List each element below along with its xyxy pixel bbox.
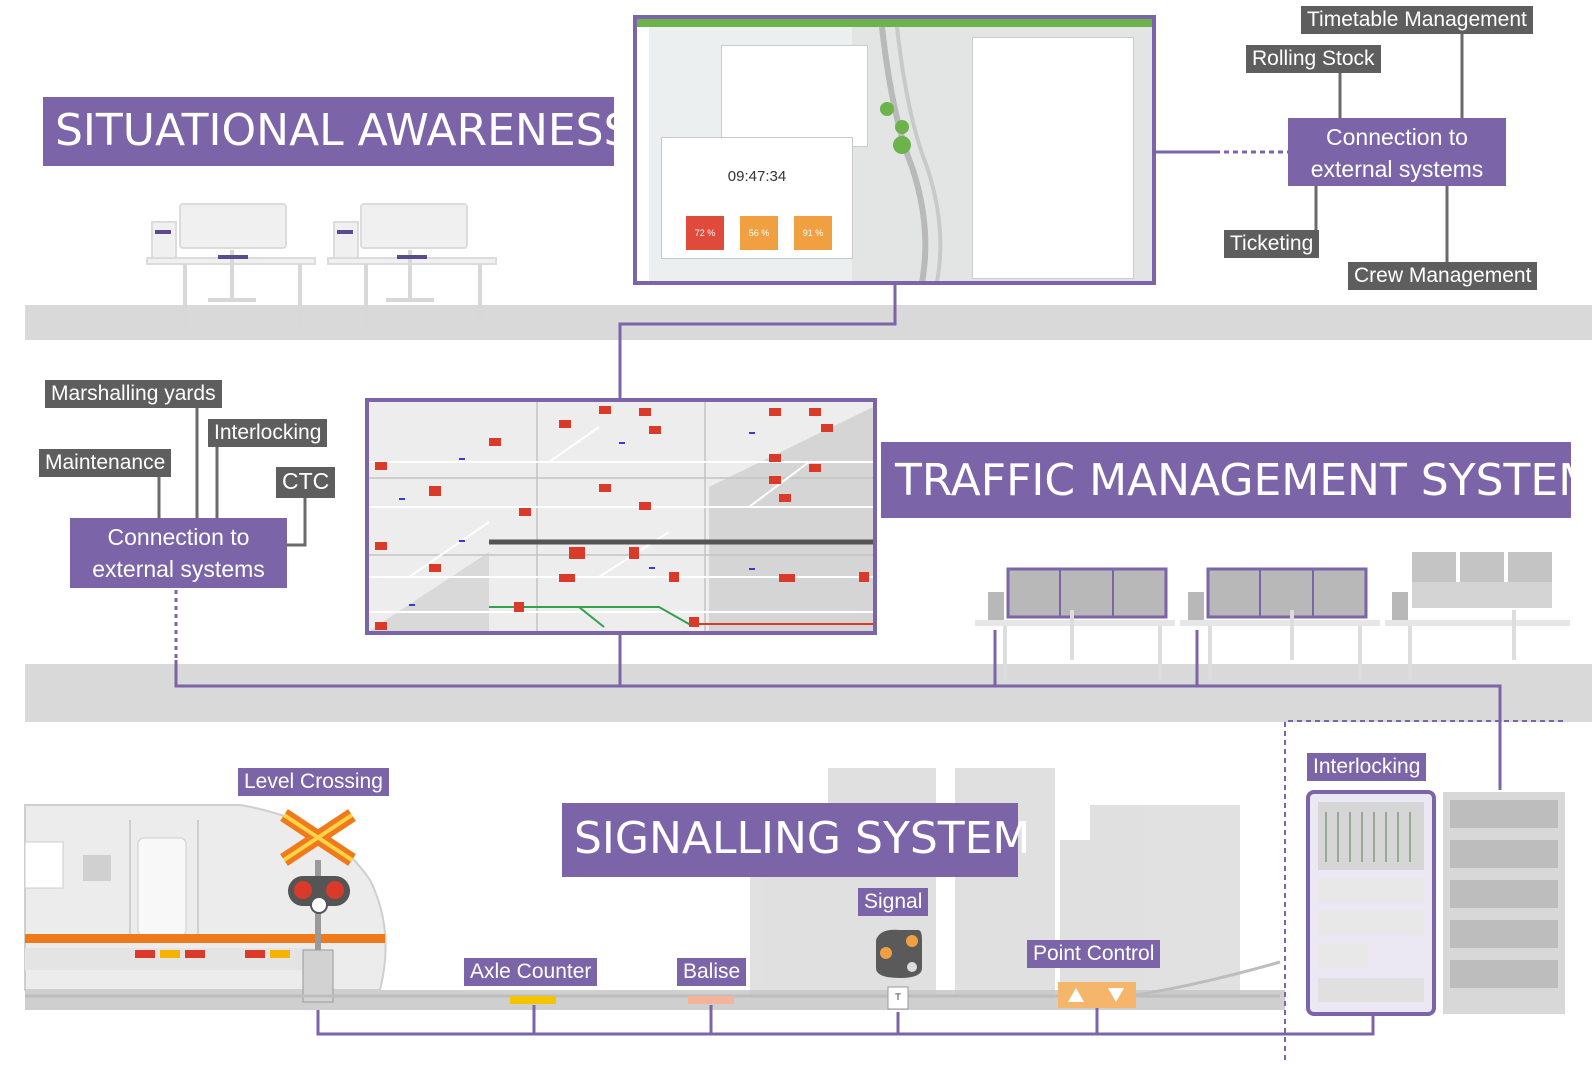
crew-management-tag: Crew Management [1348, 262, 1538, 290]
ticketing-tag: Ticketing [1224, 230, 1320, 258]
traffic-management-title: TRAFFIC MANAGEMENT SYSTEM [881, 442, 1592, 518]
schedule-panel [972, 37, 1134, 279]
situational-awareness-title: SITUATIONAL AWARENESS [43, 97, 632, 166]
top-connection-line-2: external systems [1310, 156, 1484, 182]
point-control-tag: Point Control [1027, 940, 1161, 968]
mid-connection-box: Connection to external systems [70, 518, 287, 588]
interlocking-tag: Interlocking [1307, 753, 1427, 781]
kpi-value-1: 72 % [694, 228, 716, 238]
maintenance-tag: Maintenance [39, 449, 172, 477]
status-panel: 09:47:34 72 % 56 % 91 % [661, 137, 853, 259]
kpi-tile-2: 56 % [740, 216, 778, 250]
screen-left-toolbar [637, 27, 649, 281]
traffic-video-wall [365, 398, 877, 635]
ctc-tag: CTC [276, 467, 336, 498]
clock-readout: 09:47:34 [727, 168, 787, 185]
signal-tag: Signal [858, 888, 929, 916]
balise-tag: Balise [677, 958, 747, 986]
mid-connection-line-2: external systems [92, 556, 265, 582]
kpi-tile-1: 72 % [686, 216, 724, 250]
kpi-tile-3: 91 % [794, 216, 832, 250]
screen-top-bar [637, 19, 1152, 27]
svg-text:T: T [894, 993, 901, 1003]
mid-connection-line-1: Connection to [107, 524, 250, 550]
interlocking-tag-mid: Interlocking [208, 419, 328, 447]
rolling-stock-tag: Rolling Stock [1246, 45, 1381, 73]
marshalling-yards-tag: Marshalling yards [45, 380, 222, 408]
floor-band-middle [25, 664, 1592, 722]
situational-awareness-screen: 09:47:34 72 % 56 % 91 % [633, 15, 1156, 285]
kpi-value-3: 91 % [802, 228, 824, 238]
level-crossing-tag: Level Crossing [238, 768, 389, 796]
timetable-management-tag: Timetable Management [1301, 6, 1533, 34]
top-connection-box: Connection to external systems [1288, 118, 1506, 186]
signalling-system-title: SIGNALLING SYSTEM [562, 803, 1030, 877]
kpi-value-2: 56 % [748, 228, 770, 238]
axle-counter-tag: Axle Counter [464, 958, 598, 986]
table-panel [721, 45, 868, 147]
top-connection-line-1: Connection to [1326, 124, 1468, 150]
